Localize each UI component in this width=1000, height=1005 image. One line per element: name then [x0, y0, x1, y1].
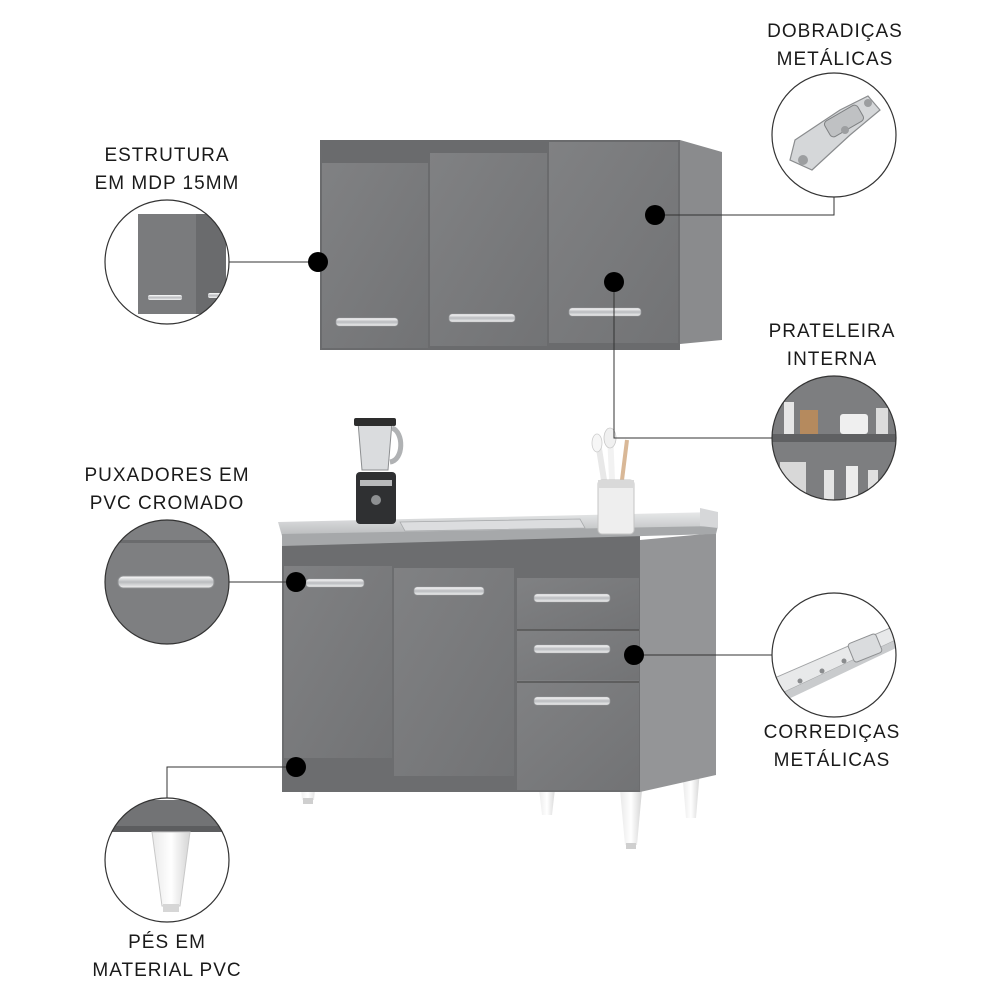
slides-label: CORREDIÇAS METÁLICAS [732, 719, 932, 775]
structure-dot [308, 252, 328, 272]
hinges-label: DOBRADIÇAS METÁLICAS [735, 18, 935, 74]
handles-label: PUXADORES EM PVC CROMADO [67, 462, 267, 518]
feet-label-line2: MATERIAL PVC [92, 960, 242, 981]
blender [354, 418, 404, 524]
utensil-holder [591, 427, 635, 535]
feet-label: PÉS EM MATERIAL PVC [67, 929, 267, 985]
shelf-dot [604, 272, 624, 292]
base-cabinet [278, 508, 718, 849]
feet-label-line1: PÉS EM [128, 932, 206, 953]
hinges-label-line2: METÁLICAS [776, 49, 894, 70]
feet-detail [104, 797, 230, 923]
wall-cabinet [320, 140, 722, 350]
handle-dot [286, 572, 306, 592]
callout-dots [286, 205, 665, 777]
shelf-label: PRATELEIRA INTERNA [732, 318, 932, 374]
structure-label-line2: EM MDP 15MM [94, 173, 240, 194]
handles-label-line2: PVC CROMADO [89, 493, 245, 514]
structure-label-line1: ESTRUTURA [104, 145, 230, 166]
slide-dot [624, 645, 644, 665]
handle-detail [104, 519, 230, 645]
slide-detail [771, 592, 897, 718]
structure-label: ESTRUTURA EM MDP 15MM [67, 142, 267, 198]
shelf-label-line2: INTERNA [786, 349, 878, 370]
callout-lines [166, 197, 835, 798]
slides-label-line2: METÁLICAS [773, 750, 891, 771]
slides-label-line1: CORREDIÇAS [763, 722, 901, 743]
shelf-label-line1: PRATELEIRA [768, 321, 896, 342]
feet-dot [286, 757, 306, 777]
structure-detail [104, 199, 230, 325]
hinge-dot [645, 205, 665, 225]
shelf-detail [771, 375, 897, 501]
handles-label-line1: PUXADORES EM [84, 465, 250, 486]
hinge-detail [771, 72, 897, 198]
hinges-label-line1: DOBRADIÇAS [767, 21, 903, 42]
